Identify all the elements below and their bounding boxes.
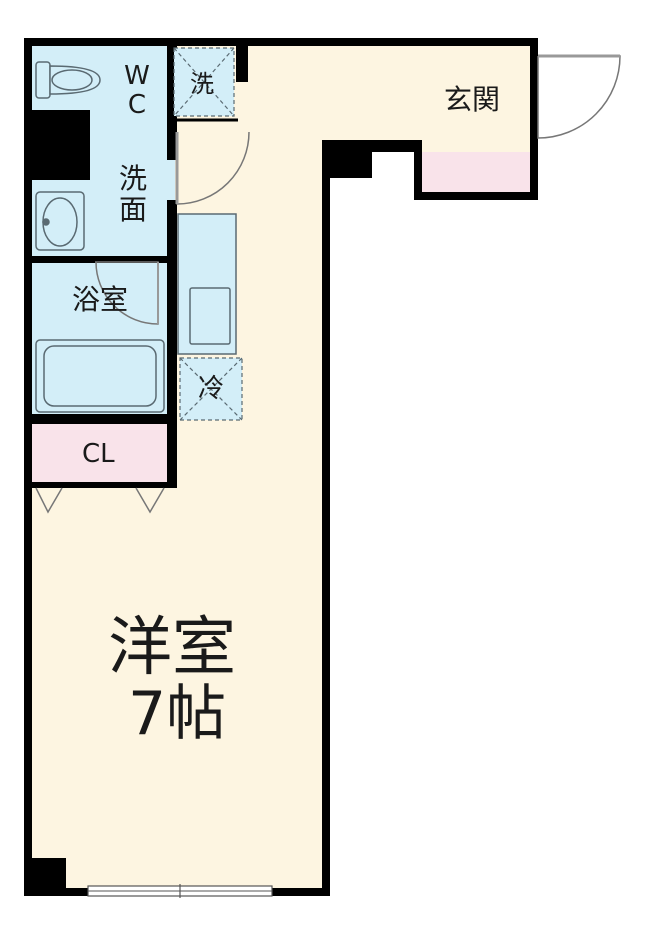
wc-label: W C [124,61,150,120]
closet-door-right [135,487,165,514]
entrance-door-swing [537,55,621,139]
western-room-label: 洋室 [108,611,236,685]
wall-entrance-right [530,38,538,200]
washroom-label: 洗面 [118,162,147,226]
wall-top [24,38,538,46]
wall-left [24,38,32,896]
bathtub-icon [35,339,165,413]
partitions [170,42,238,122]
wall-entrance-inner [370,140,422,152]
closet-floor [30,424,175,484]
closet-label: CL [82,439,115,469]
wall-bath-closet [30,414,175,424]
wall-entrance-bottom [414,192,538,200]
washer-pan-icon [173,47,235,117]
washroom-door-swing [176,131,250,205]
wall-notch [322,140,372,178]
wall-right-main [322,140,330,896]
fridge-space-icon [179,357,243,421]
wall-entrance-left [414,140,422,200]
wall-closet-bottom [30,482,177,488]
pillar-bottom-left [24,858,66,896]
kitchen-counter [177,213,237,355]
washer-label: 洗 [190,70,214,98]
fridge-label: 冷 [198,374,225,404]
doors [35,54,621,514]
duct-block [30,110,90,180]
western-room-size: 7帖 [128,679,227,749]
closet-door-left [35,487,63,514]
bath-label: 浴室 [72,283,129,316]
entrance-label: 玄関 [444,83,501,116]
bath-door-swing [95,261,159,325]
toilet-icon [35,61,101,99]
entrance-step [420,152,532,194]
washbasin-icon [35,191,85,251]
wall-washroom-bath [30,256,175,263]
entrance-floor [320,40,532,152]
window [87,884,273,898]
pillar-top-wet [236,38,248,82]
wall-wet-right-2 [167,200,177,488]
walls [24,38,538,896]
wall-wet-right [167,38,177,160]
